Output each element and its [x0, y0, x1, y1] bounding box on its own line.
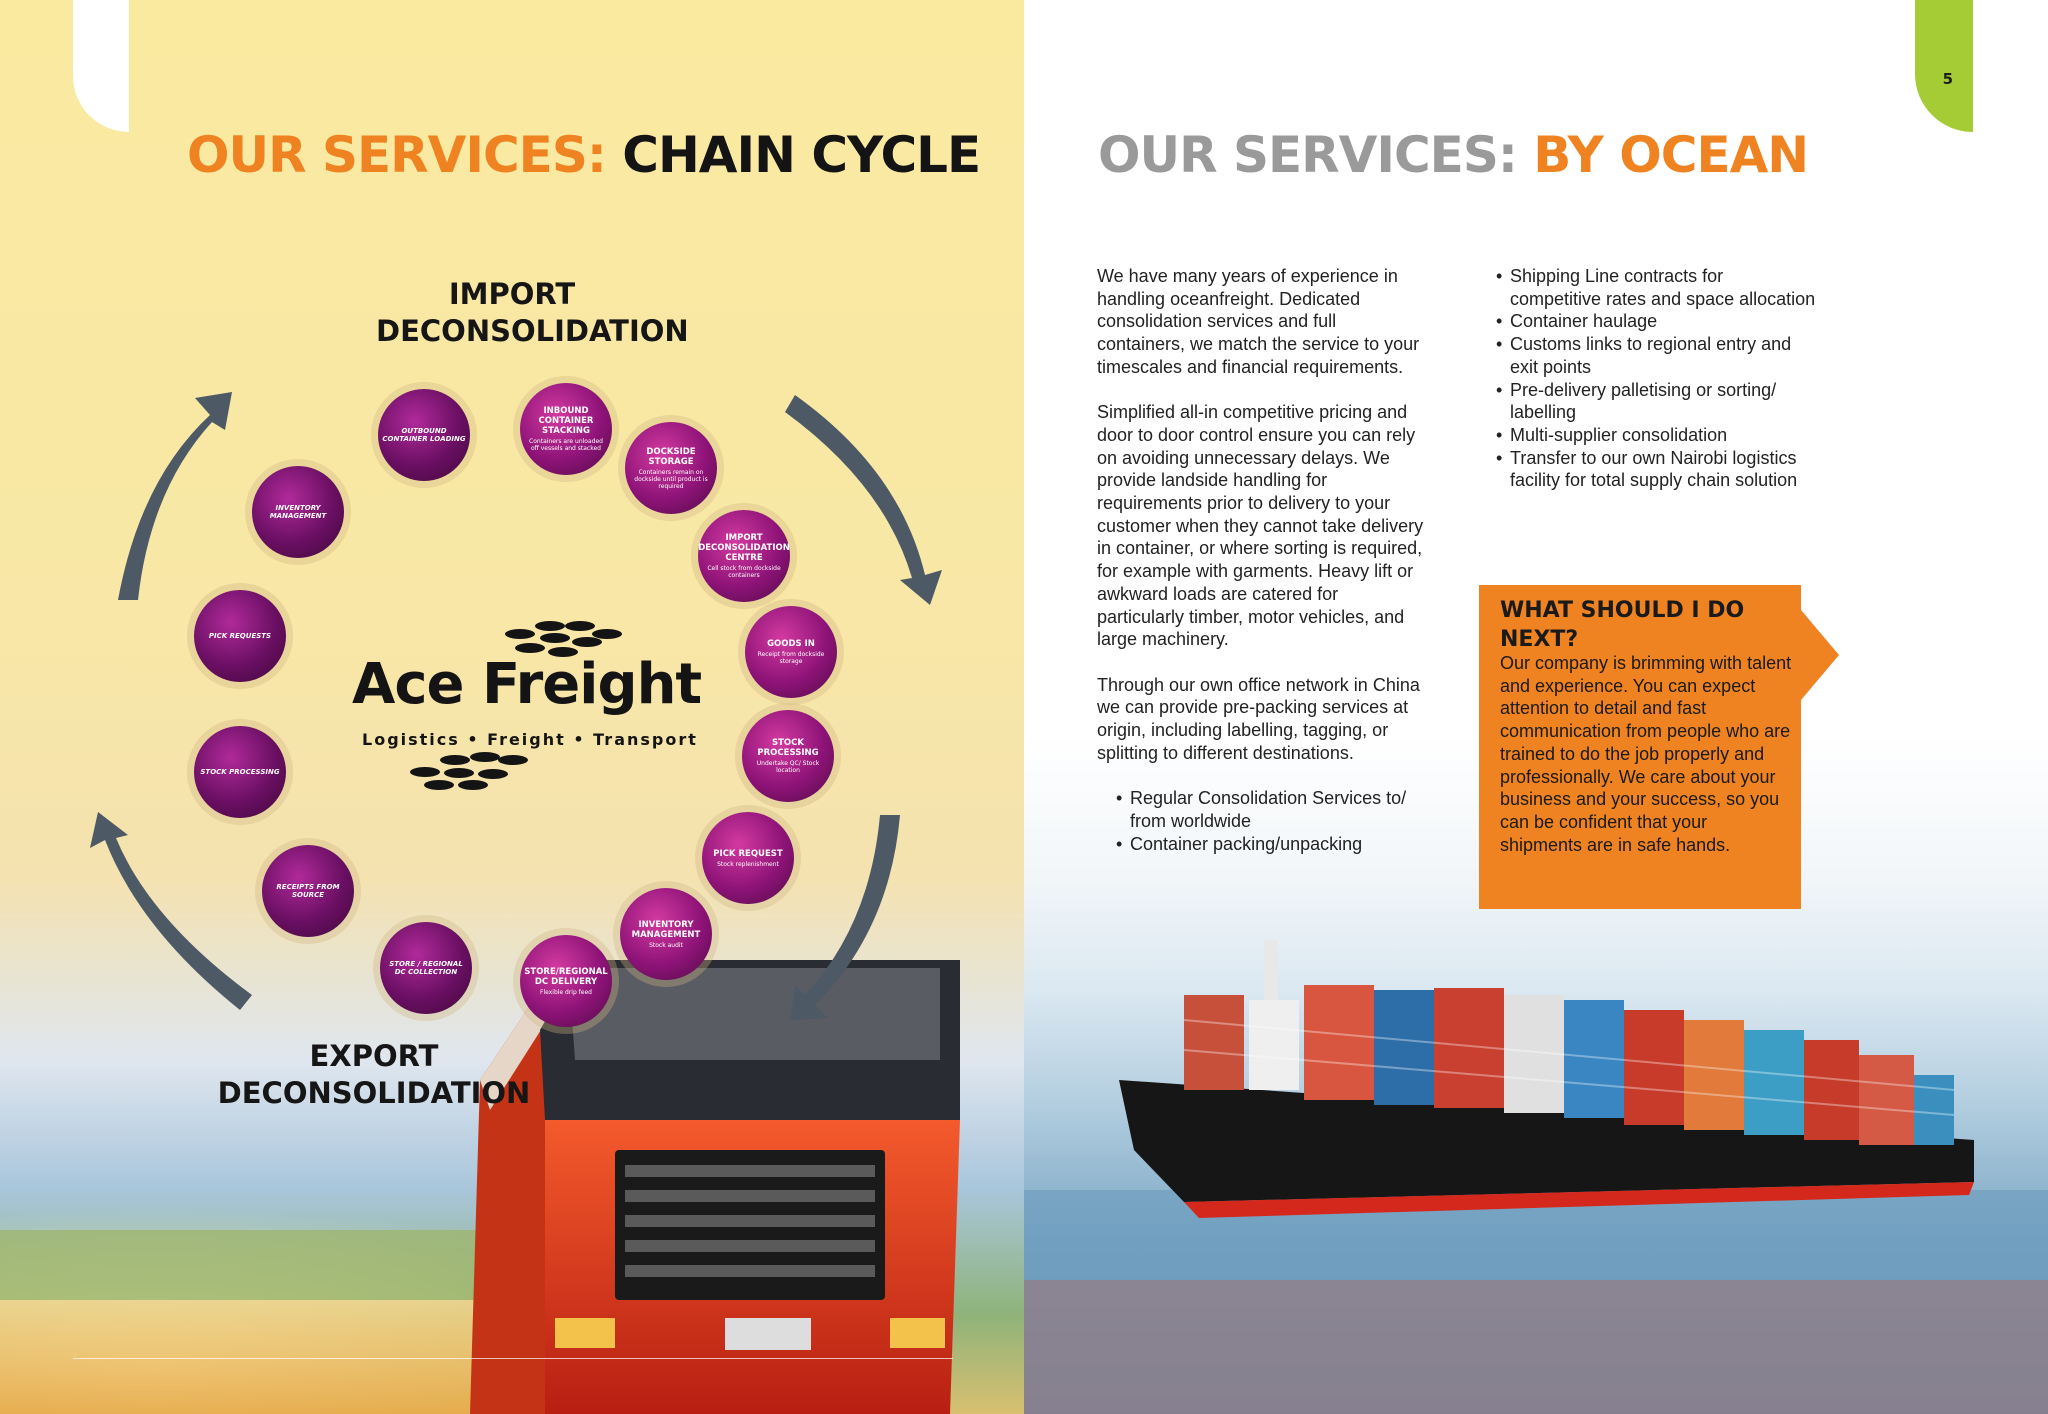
node-subtitle: Receipt from dockside storage — [757, 651, 825, 665]
truck-illustration — [0, 960, 1024, 1414]
cycle-node-import-1: INBOUND CONTAINER STACKING Containers ar… — [520, 383, 612, 475]
heading-prefix: OUR SERVICES: — [1098, 126, 1518, 184]
node-title: GOODS IN — [767, 639, 815, 649]
arrow-top-left-icon — [118, 392, 232, 600]
list-item: Shipping Line contracts for competitive … — [1496, 265, 1816, 310]
cycle-node-export-4: PICK REQUESTS — [194, 590, 286, 682]
node-subtitle: Flexible drip feed — [540, 988, 592, 996]
cycle-node-import-8: STORE/REGIONAL DC DELIVERY Flexible drip… — [520, 935, 612, 1027]
cycle-arrows — [90, 392, 942, 1020]
ocean-bullet-column: Shipping Line contracts for competitive … — [1496, 265, 1816, 492]
cycle-node-import-5: STOCK PROCESSING Undertake QC/ Stock loc… — [742, 710, 834, 802]
chain-cycle-heading: OUR SERVICES: CHAIN CYCLE — [187, 126, 981, 184]
page-number: 5 — [1942, 70, 1953, 88]
cycle-node-export-5: INVENTORY MANAGEMENT — [252, 466, 344, 558]
export-label-line1: EXPORT — [309, 1039, 439, 1073]
list-item: Multi-supplier consolidation — [1496, 424, 1816, 447]
ace-freight-logo-mark-icon — [410, 621, 622, 790]
company-logo-text: Ace Freight — [352, 652, 702, 717]
next-steps-arrow-icon — [1801, 610, 1839, 700]
node-title: PICK REQUEST — [713, 848, 783, 859]
heading-prefix: OUR SERVICES: — [187, 126, 607, 184]
heading-suffix: BY OCEAN — [1533, 126, 1809, 184]
node-subtitle: Undertake QC/ Stock location — [756, 760, 820, 774]
node-title: INVENTORY MANAGEMENT — [631, 919, 701, 940]
node-title: STORE / REGIONAL DC COLLECTION — [389, 960, 463, 976]
node-subtitle: Containers remain on dockside until prod… — [634, 468, 708, 490]
list-item: Regular Consolidation Services to/ from … — [1116, 787, 1427, 832]
page-rule — [73, 1358, 953, 1359]
service-bullets-left: Regular Consolidation Services to/ from … — [1097, 787, 1427, 855]
next-steps-box — [1479, 585, 1801, 909]
node-title: RECEIPTS FROM SOURCE — [276, 883, 340, 899]
node-title: INBOUND CONTAINER STACKING — [538, 406, 594, 436]
export-label-line2: DECONSOLIDATION — [217, 1076, 531, 1110]
node-title: PICK REQUESTS — [208, 632, 272, 640]
node-title: OUTBOUND CONTAINER LOADING — [382, 427, 466, 443]
node-subtitle: Stock audit — [649, 941, 683, 949]
cycle-node-import-2: DOCKSIDE STORAGE Containers remain on do… — [625, 422, 717, 514]
arrow-bottom-right-icon — [790, 815, 900, 1020]
left-page: OUR SERVICES: CHAIN CYCLE IMPORT DECONSO… — [0, 0, 1024, 1414]
cycle-node-export-6: OUTBOUND CONTAINER LOADING — [378, 389, 470, 481]
node-title: INVENTORY MANAGEMENT — [269, 504, 327, 520]
list-item: Container haulage — [1496, 310, 1816, 333]
list-item: Customs links to regional entry and exit… — [1496, 333, 1816, 378]
arrow-bottom-left-icon — [90, 812, 252, 1010]
node-title: STOCK PROCESSING — [200, 768, 280, 776]
export-deconsolidation-label: EXPORT DECONSOLIDATION — [214, 1038, 534, 1112]
arrow-top-right-icon — [785, 395, 942, 605]
next-steps-text: Our company is brimming with talent and … — [1500, 653, 1792, 855]
cycle-node-import-6: PICK REQUEST Stock replenishment — [702, 812, 794, 904]
ocean-body-text: We have many years of experience in hand… — [1097, 265, 1427, 855]
paragraph-2: Simplified all-in competitive pricing an… — [1097, 402, 1424, 650]
cycle-node-import-4: GOODS IN Receipt from dockside storage — [745, 606, 837, 698]
by-ocean-heading: OUR SERVICES: BY OCEAN — [1098, 126, 1809, 184]
cycle-node-export-1: STORE / REGIONAL DC COLLECTION — [380, 922, 472, 1014]
heading-suffix: CHAIN CYCLE — [622, 126, 981, 184]
company-tagline: Logistics • Freight • Transport — [362, 730, 698, 749]
service-bullets-right: Shipping Line contracts for competitive … — [1496, 265, 1816, 492]
next-steps-title: WHAT SHOULD I DO NEXT? — [1500, 598, 1745, 652]
import-label-line2: DECONSOLIDATION — [376, 314, 689, 348]
list-item: Pre-delivery palletising or sorting/ lab… — [1496, 379, 1816, 424]
paragraph-1: We have many years of experience in hand… — [1097, 266, 1420, 377]
node-title: STORE/REGIONAL DC DELIVERY — [524, 966, 608, 987]
node-title: DOCKSIDE STORAGE — [646, 446, 696, 467]
node-subtitle: Containers are unloaded off vessels and … — [529, 438, 603, 452]
import-deconsolidation-label: IMPORT DECONSOLIDATION — [376, 276, 689, 350]
container-ship-illustration — [1024, 940, 2048, 1414]
node-title: IMPORT DECONSOLIDATION CENTRE — [698, 533, 790, 563]
node-subtitle: Stock replenishment — [717, 860, 779, 868]
list-item: Transfer to our own Nairobi logistics fa… — [1496, 447, 1816, 492]
node-title: STOCK PROCESSING — [757, 738, 819, 758]
cycle-node-export-2: RECEIPTS FROM SOURCE — [262, 845, 354, 937]
page-number-tab: 5 — [1915, 0, 1973, 132]
node-subtitle: Cell stock from dockside containers — [707, 565, 781, 579]
paragraph-3: Through our own office network in China … — [1097, 674, 1420, 763]
cycle-node-import-3: IMPORT DECONSOLIDATION CENTRE Cell stock… — [698, 510, 790, 602]
list-item: Container packing/unpacking — [1116, 833, 1427, 856]
import-label-line1: IMPORT — [448, 277, 576, 311]
cycle-node-export-3: STOCK PROCESSING — [194, 726, 286, 818]
cycle-node-import-7: INVENTORY MANAGEMENT Stock audit — [620, 888, 712, 980]
